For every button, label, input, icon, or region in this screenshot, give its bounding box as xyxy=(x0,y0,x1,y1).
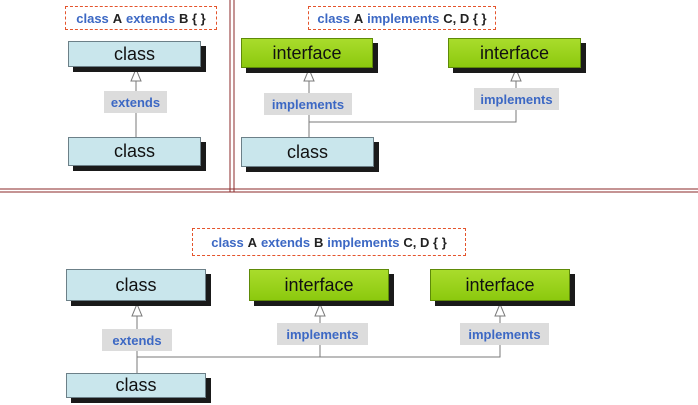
code-keyword: class xyxy=(317,10,350,26)
code-keyword: class xyxy=(211,234,244,250)
p3-implements-label-2: implements xyxy=(460,323,549,345)
p3-arrowhead-1 xyxy=(314,302,326,317)
p1-parent-class-box: class xyxy=(68,41,201,67)
p3-child-class-box: class xyxy=(66,373,206,398)
code-identifier: A xyxy=(247,234,258,250)
code-keyword: class xyxy=(76,10,109,26)
p3-interface-1-box: interface xyxy=(249,269,389,301)
p2-implements-label-1: implements xyxy=(264,93,352,115)
p1-extends-arrowhead xyxy=(130,67,142,82)
code-identifier: A xyxy=(112,10,123,26)
code-identifier: A xyxy=(353,10,364,26)
code-keyword: extends xyxy=(125,10,176,26)
code-identifier: B { } xyxy=(179,10,206,26)
p3-parent-class-box: class xyxy=(66,269,206,301)
p2-arrowhead-1 xyxy=(303,67,315,82)
p3-interface-2-box: interface xyxy=(430,269,570,301)
code-identifier: C, D { } xyxy=(403,234,447,250)
p2-implements-label-2: implements xyxy=(474,88,559,110)
p1-extends-label: extends xyxy=(104,91,167,113)
p3-extends-arrowhead xyxy=(131,302,143,317)
code-keyword: extends xyxy=(260,234,311,250)
p1-child-class-box: class xyxy=(68,137,201,166)
p2-interface-2-box: interface xyxy=(448,38,581,68)
code-identifier: C, D { } xyxy=(443,10,487,26)
p2-interface-1-box: interface xyxy=(241,38,373,68)
code-keyword: implements xyxy=(367,10,440,26)
p2-arrowhead-2 xyxy=(510,67,522,82)
p3-extends-label: extends xyxy=(102,329,172,351)
p3-implements-label-1: implements xyxy=(277,323,368,345)
p3-arrowhead-2 xyxy=(494,302,506,317)
code-keyword: implements xyxy=(327,234,400,250)
code-identifier: B xyxy=(313,234,324,250)
p2-child-class-box: class xyxy=(241,137,374,167)
